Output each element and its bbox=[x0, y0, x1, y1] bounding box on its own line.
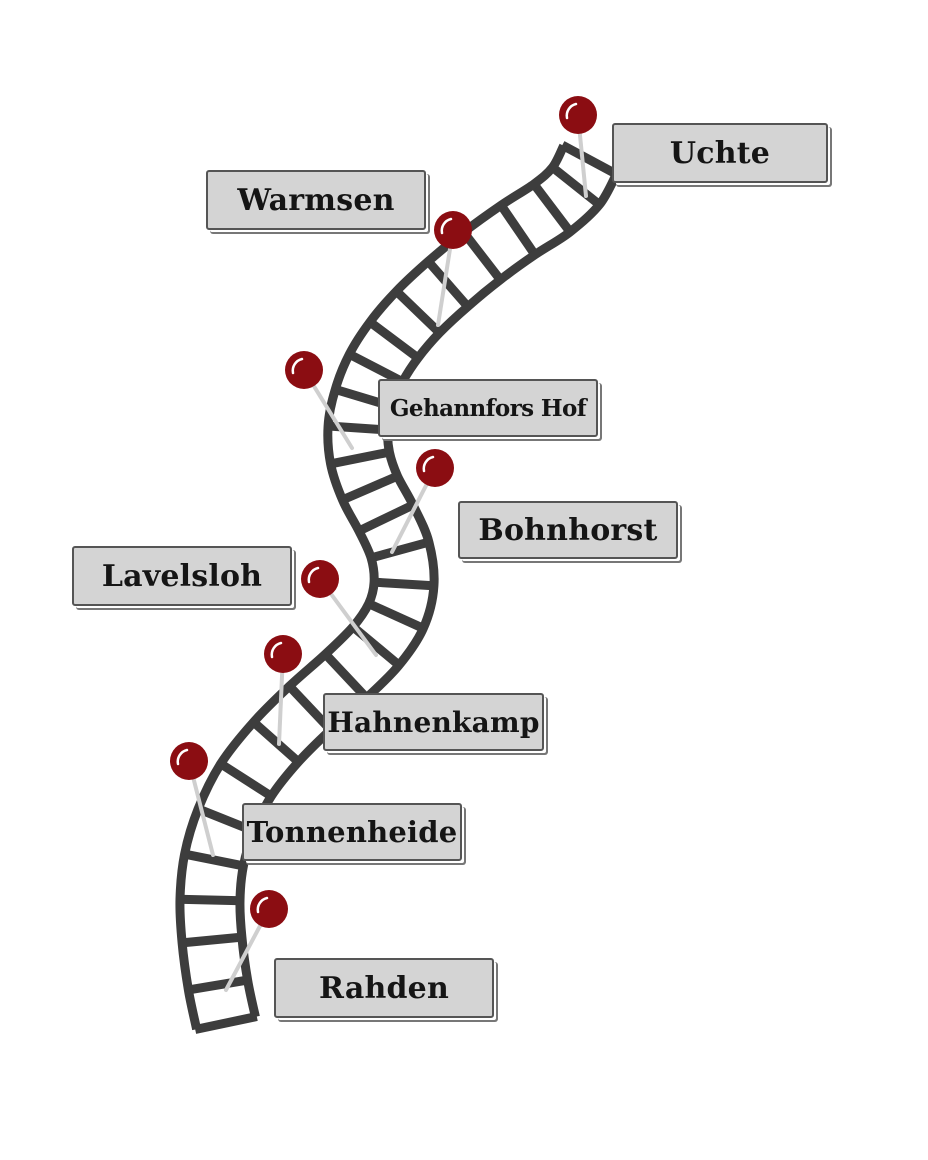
map-pins bbox=[170, 96, 597, 992]
track-sleeper bbox=[560, 141, 620, 179]
track-sleeper bbox=[345, 349, 407, 387]
map-pin-icon[interactable] bbox=[434, 211, 472, 327]
station-name: Gehannfors Hof bbox=[389, 394, 587, 422]
map-pin-highlight bbox=[176, 748, 189, 766]
track-sleeper bbox=[548, 162, 604, 210]
station-name: Tonnenheide bbox=[246, 815, 458, 849]
track-sleeper bbox=[328, 447, 392, 469]
track-sleeper bbox=[423, 257, 473, 311]
station-name: Warmsen bbox=[237, 182, 395, 218]
map-pin-highlight bbox=[422, 455, 435, 473]
map-pin-head bbox=[264, 635, 302, 673]
track-sleeper bbox=[365, 598, 427, 634]
station-name: Lavelsloh bbox=[101, 558, 263, 594]
station-name: Hahnenkamp bbox=[327, 705, 540, 739]
track-sleeper bbox=[372, 577, 436, 591]
map-pin-highlight bbox=[565, 102, 578, 120]
track-sleeper bbox=[368, 537, 432, 563]
map-pin-icon[interactable] bbox=[224, 890, 288, 992]
map-pin-icon[interactable] bbox=[285, 351, 354, 450]
station-label-hahnenkamp[interactable]: Hahnenkamp bbox=[323, 693, 544, 751]
map-pin-icon[interactable] bbox=[170, 742, 215, 857]
map-pin-head bbox=[434, 211, 472, 249]
map-pin-highlight bbox=[291, 357, 304, 375]
track-sleeper bbox=[249, 717, 303, 767]
station-name: Uchte bbox=[669, 135, 771, 171]
track-sleeper bbox=[186, 975, 250, 995]
map-pin-highlight bbox=[256, 896, 269, 914]
station-label-warmsen[interactable]: Warmsen bbox=[206, 170, 426, 230]
track-sleeper bbox=[178, 894, 242, 906]
track-rail-left bbox=[235, 172, 621, 1018]
track-sleeper bbox=[339, 471, 401, 505]
map-pin-head bbox=[416, 449, 454, 487]
track-sleeper bbox=[194, 1012, 258, 1034]
track-sleeper bbox=[355, 500, 417, 536]
map-pin-head bbox=[250, 890, 288, 928]
track-sleeper bbox=[366, 317, 422, 363]
station-label-uchte[interactable]: Uchte bbox=[612, 123, 828, 183]
map-pin-icon[interactable] bbox=[264, 635, 302, 746]
map-pin-highlight bbox=[307, 566, 320, 584]
map-pin-head bbox=[301, 560, 339, 598]
station-name: Bohnhorst bbox=[478, 512, 658, 548]
track-sleeper bbox=[529, 180, 575, 236]
track-sleeper bbox=[392, 286, 444, 338]
map-pin-head bbox=[559, 96, 597, 134]
map-pin-highlight bbox=[440, 217, 453, 235]
track-sleeper bbox=[217, 759, 275, 801]
station-label-bohnhorst[interactable]: Bohnhorst bbox=[458, 501, 678, 559]
track-sleeper bbox=[182, 849, 246, 871]
station-label-tonnenheide[interactable]: Tonnenheide bbox=[242, 803, 462, 861]
station-label-lavelsloh[interactable]: Lavelsloh bbox=[72, 546, 292, 606]
map-pin-icon[interactable] bbox=[301, 560, 378, 657]
map-pin-icon[interactable] bbox=[559, 96, 597, 198]
map-pin-head bbox=[170, 742, 208, 780]
map-pin-head bbox=[285, 351, 323, 389]
track-sleeper bbox=[180, 932, 244, 948]
map-pin-highlight bbox=[270, 641, 283, 659]
station-name: Rahden bbox=[319, 970, 449, 1006]
track-sleeper bbox=[496, 201, 540, 259]
station-label-gehannfors-hof[interactable]: Gehannfors Hof bbox=[378, 379, 598, 437]
track-sleeper bbox=[321, 649, 371, 703]
map-pin-icon[interactable] bbox=[390, 449, 454, 554]
station-label-rahden[interactable]: Rahden bbox=[274, 958, 494, 1018]
